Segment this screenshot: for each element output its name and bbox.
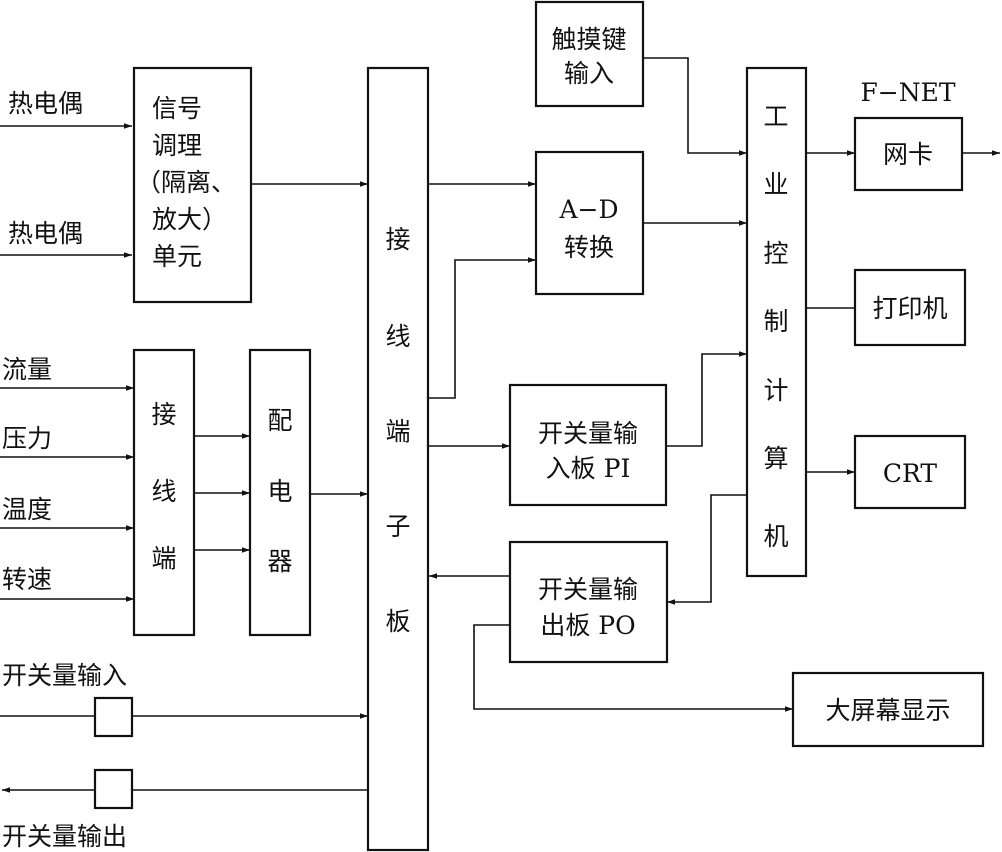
terminal-board-char-1: 接 [385,225,410,254]
pi-to-ipc-wire [666,351,747,447]
pi-board-block: 开关量输 入板 PI [508,383,668,507]
fnet-label: F−NET [860,78,955,107]
ipc-char-7: 机 [763,522,788,551]
printer-label: 打印机 [872,294,947,323]
relay-char-1: 配 [267,406,292,435]
big-screen-block: 大屏幕显示 [791,671,985,748]
touch-key-to-ipc-wire [643,57,747,156]
switch-input-label: 开关量输入 [2,661,127,690]
relay-char-2: 电 [267,477,292,506]
ad-converter-line-1: A−D [558,195,618,224]
network-card-block: 网卡 [853,116,964,192]
pi-board-line-1: 开关量输 [538,419,638,448]
thermocouple-1-label: 热电偶 [8,89,83,118]
signal-conditioning-line-3: （隔离、 [136,168,236,197]
switch-input-contact [93,696,134,738]
ipc-to-po-wire [667,494,747,605]
pi-board-line-2: 入板 PI [546,454,631,483]
switch-output-label: 开关量输出 [2,822,127,851]
crt-label: CRT [883,459,938,488]
po-board-block: 开关量输 出板 PO [508,540,669,664]
touch-key-line-2: 输入 [564,59,614,88]
terminal-block-char-1: 接 [151,400,176,429]
signal-conditioning-line-2: 调理 [152,131,202,160]
industrial-computer-block: 工 业 控 制 计 算 机 [745,66,808,578]
ad-converter-block: A−D 转换 [534,150,645,296]
terminal-board-char-5: 板 [385,607,410,636]
touch-key-line-1: 触摸键 [551,25,626,54]
big-screen-label: 大屏幕显示 [825,696,950,725]
signal-conditioning-line-1: 信号 [152,94,202,123]
crt-block: CRT [853,434,967,510]
board-to-ad-wire-2 [428,257,536,399]
switch-output-contact [93,768,134,810]
ipc-char-3: 控 [763,239,788,268]
temperature-label: 温度 [2,495,52,524]
touch-key-block: 触摸键 输入 [534,0,645,108]
signal-conditioning-line-4: 放大） [152,205,227,234]
relay-char-3: 器 [267,547,292,576]
connections [0,57,1000,793]
terminal-block: 接 线 端 [132,348,196,637]
ipc-char-5: 计 [763,376,788,405]
network-card-label: 网卡 [883,140,933,169]
flow-label: 流量 [2,355,52,384]
terminal-board-char-2: 线 [385,322,410,351]
terminal-board-char-4: 子 [385,512,410,541]
ipc-char-4: 制 [763,307,788,336]
printer-block: 打印机 [853,268,967,347]
po-board-line-2: 出板 PO [540,611,635,640]
terminal-block-char-2: 线 [151,477,176,506]
po-to-big-screen-wire [473,624,793,712]
terminal-board-char-3: 端 [385,417,410,446]
speed-label: 转速 [2,565,52,594]
terminal-block-char-3: 端 [151,544,176,573]
thermocouple-2-label: 热电偶 [8,219,83,248]
po-board-line-1: 开关量输 [538,575,638,604]
ipc-char-1: 工 [763,102,788,131]
relay-block: 配 电 器 [248,348,312,637]
pressure-label: 压力 [2,424,52,453]
ipc-char-2: 业 [763,170,788,199]
signal-conditioning-line-5: 单元 [152,242,202,271]
terminal-board-block: 接 线 端 子 板 [366,66,430,852]
ipc-char-6: 算 [763,444,788,473]
ad-converter-line-2: 转换 [564,233,614,262]
signal-conditioning-block: 信号 调理 （隔离、 放大） 单元 [132,66,253,304]
